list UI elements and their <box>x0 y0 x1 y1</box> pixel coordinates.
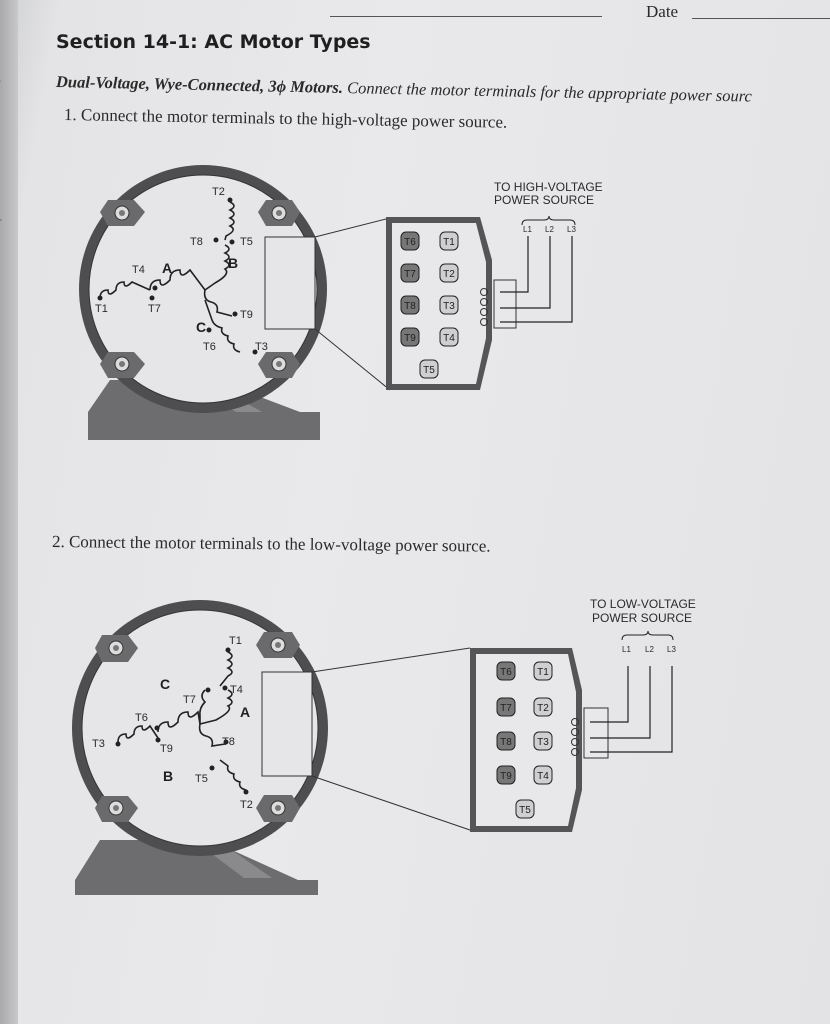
terminal-t8[interactable]: T8 <box>404 301 416 312</box>
phase-label-c: C <box>196 319 206 335</box>
line2-label-l2: L2 <box>645 645 654 654</box>
terminal-t5[interactable]: T5 <box>423 365 435 376</box>
terminal2-t3[interactable]: T3 <box>537 737 549 748</box>
terminal-t2[interactable]: T2 <box>443 269 455 280</box>
conduit-opening-2 <box>261 671 313 777</box>
phase2-label-a: A <box>240 704 250 720</box>
winding-label-t6: T6 <box>203 341 216 353</box>
line-label-l1: L1 <box>523 225 532 234</box>
source-label-2b: POWER SOURCE <box>592 611 692 625</box>
terminal2-t7[interactable]: T7 <box>500 703 512 714</box>
winding2-label-t5: T5 <box>195 773 208 785</box>
mount-lug-icon <box>95 632 300 822</box>
winding2-label-t3: T3 <box>92 738 105 750</box>
node-t1 <box>97 295 103 301</box>
terminal2-t4[interactable]: T4 <box>537 771 549 782</box>
motor-base-2 <box>75 840 318 895</box>
winding-label-t7: T7 <box>148 303 161 315</box>
windings-2 <box>117 651 247 791</box>
source-label-2a: TO LOW-VOLTAGE <box>590 597 696 611</box>
conduit-opening-1 <box>264 236 316 330</box>
terminal2-t9[interactable]: T9 <box>500 771 512 782</box>
winding2-label-t4: T4 <box>230 684 243 696</box>
terminal-block-1 <box>400 231 459 379</box>
phase-label-a: A <box>162 260 172 276</box>
terminal-t6[interactable]: T6 <box>404 237 416 248</box>
node-t6 <box>206 327 212 333</box>
terminal-block-2 <box>496 661 553 819</box>
winding-label-t1: T1 <box>95 303 108 315</box>
terminal2-t5[interactable]: T5 <box>519 805 531 816</box>
winding-label-t3: T3 <box>255 341 268 353</box>
terminal-t4[interactable]: T4 <box>443 333 455 344</box>
mount-lug-icon <box>100 200 300 378</box>
winding-label-t5: T5 <box>240 236 253 248</box>
date-field-line[interactable] <box>692 18 830 19</box>
motor-face-1 <box>88 174 318 404</box>
terminal2-t6[interactable]: T6 <box>500 667 512 678</box>
line-label-l2: L2 <box>545 225 554 234</box>
winding2-label-t8: T8 <box>222 736 235 748</box>
node-t4 <box>152 285 158 291</box>
node-t9 <box>232 311 238 317</box>
terminal2-t8[interactable]: T8 <box>500 737 512 748</box>
winding-label-t9: T9 <box>240 309 253 321</box>
node-t2 <box>227 197 233 203</box>
page-gutter <box>0 0 18 1024</box>
section-title: Section 14-1: AC Motor Types <box>56 31 371 53</box>
terminal-t7[interactable]: T7 <box>404 269 416 280</box>
windings-1 <box>99 201 241 353</box>
source-label-1b: POWER SOURCE <box>494 193 594 207</box>
winding-label-t8: T8 <box>190 236 203 248</box>
node-t3 <box>252 349 258 355</box>
node-t8 <box>213 237 219 243</box>
winding2-label-t1: T1 <box>229 635 242 647</box>
winding2-label-t2: T2 <box>240 799 253 811</box>
phase2-label-c: C <box>160 676 170 692</box>
winding2-label-t6: T6 <box>135 712 148 724</box>
terminal-t9[interactable]: T9 <box>404 333 416 344</box>
line2-label-l1: L1 <box>622 645 631 654</box>
winding2-label-t7: T7 <box>183 694 196 706</box>
phase-label-b: B <box>228 255 238 271</box>
node-t5 <box>229 239 235 245</box>
winding2-label-t9: T9 <box>160 743 173 755</box>
power-leads-1 <box>480 215 576 329</box>
phase2-label-b: B <box>163 768 173 784</box>
line2-label-l3: L3 <box>667 645 676 654</box>
power-leads-2 <box>571 630 674 759</box>
source-label-1a: TO HIGH-VOLTAGE <box>494 180 603 194</box>
line-label-l3: L3 <box>567 225 576 234</box>
name-line <box>330 16 602 17</box>
winding-label-t4: T4 <box>132 264 145 276</box>
terminal2-t1[interactable]: T1 <box>537 667 549 678</box>
node-t7 <box>149 295 155 301</box>
winding-label-t2: T2 <box>212 186 225 198</box>
terminal2-t2[interactable]: T2 <box>537 703 549 714</box>
terminal-t3[interactable]: T3 <box>443 301 455 312</box>
date-label: Date <box>646 2 679 21</box>
terminal-t1[interactable]: T1 <box>443 237 455 248</box>
